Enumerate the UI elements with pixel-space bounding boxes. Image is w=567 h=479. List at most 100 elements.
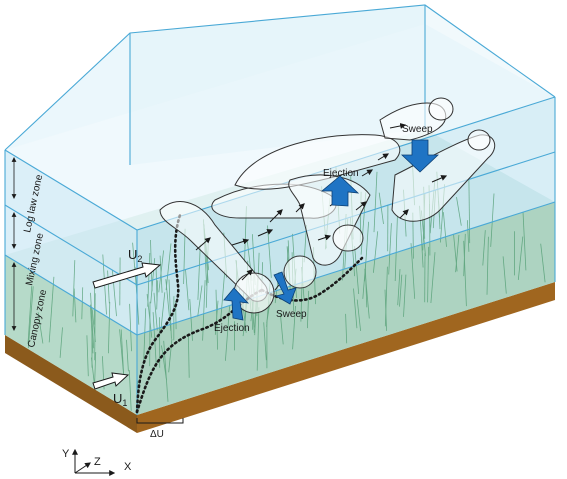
vegetation-blade xyxy=(353,288,358,329)
vegetation-blade xyxy=(155,268,158,301)
vortex-core-lower-right xyxy=(283,255,317,289)
vegetation-blade xyxy=(388,223,392,275)
vegetation-blade xyxy=(345,313,348,344)
vortex-core-right xyxy=(467,129,491,151)
sediment-bed xyxy=(5,282,555,433)
vegetation-blade xyxy=(91,309,96,343)
vegetation-blade xyxy=(292,305,296,350)
vegetation-blade xyxy=(362,263,367,299)
vegetation-blade xyxy=(108,301,111,354)
delta-u-label: ΔU xyxy=(150,429,164,440)
vegetation-blade xyxy=(403,274,407,317)
vegetation-blade xyxy=(165,279,172,331)
vegetation-blade xyxy=(486,236,489,295)
vegetation-blade xyxy=(73,288,77,323)
vegetation-blade xyxy=(378,192,384,225)
vegetation-blade xyxy=(27,286,34,349)
vegetation-blade xyxy=(163,340,169,402)
coordinate-axes xyxy=(72,448,116,476)
ejection-lower-label: Ejection xyxy=(214,323,250,334)
vegetation-blade xyxy=(540,243,546,283)
vortex-tube-center xyxy=(288,174,371,266)
vegetation-blade xyxy=(373,171,378,233)
vegetation-blade xyxy=(48,276,55,343)
vegetation-blade xyxy=(150,258,156,304)
vegetation-blade xyxy=(427,246,429,303)
vegetation-blade xyxy=(463,233,466,277)
vegetation-blade xyxy=(443,212,447,247)
u1-arrow xyxy=(92,372,130,390)
vegetation-blade xyxy=(160,292,166,333)
vortex-tube-upper xyxy=(234,134,401,190)
vegetation-blade xyxy=(188,335,190,378)
vegetation-blade xyxy=(456,197,462,226)
vegetation-blade xyxy=(263,322,267,361)
vegetation-blade xyxy=(197,285,203,317)
velocity-labels: U2 U1 xyxy=(113,247,142,408)
vegetation-blade xyxy=(158,250,164,293)
sweep-upper-arrow xyxy=(400,139,440,173)
vegetation-blade xyxy=(153,292,158,331)
vegetation-blade xyxy=(27,286,33,345)
vegetation-blade xyxy=(59,327,63,358)
vegetation-blade xyxy=(482,230,486,266)
vegetation-blade xyxy=(189,298,193,341)
axis-x-label: X xyxy=(124,461,132,473)
delta-u-bracket xyxy=(136,418,184,424)
ejection-sweep-arrows xyxy=(223,139,440,321)
vegetation-blade xyxy=(168,338,173,373)
box-edges xyxy=(4,4,556,415)
vegetation-blade xyxy=(468,179,471,244)
sweep-upper-label: Sweep xyxy=(402,124,433,135)
axis-y-label: Y xyxy=(62,448,70,460)
inflow-arrows xyxy=(92,262,162,390)
vegetation-blade xyxy=(220,270,226,321)
vortex-core-center xyxy=(332,224,364,252)
vegetation-blade xyxy=(502,256,507,294)
vegetation-blade xyxy=(490,193,495,247)
vegetation-blade xyxy=(397,269,401,306)
back-panel xyxy=(130,5,555,202)
vegetation-blade xyxy=(279,312,284,345)
vegetation-blade xyxy=(202,280,206,341)
u1-label: U1 xyxy=(113,391,127,408)
sweep-lower-arrow xyxy=(273,271,297,305)
vegetation-blade xyxy=(185,269,190,311)
vegetation-blade xyxy=(455,234,460,273)
vegetation-blade xyxy=(394,216,398,282)
vegetation-blade xyxy=(112,270,117,317)
vegetation-blade xyxy=(373,231,379,273)
vegetation-blade xyxy=(168,279,172,339)
vegetation-blade xyxy=(86,335,89,377)
axis-labels: Y Z X xyxy=(62,448,132,473)
vegetation-blade xyxy=(102,356,105,390)
vegetation-blade xyxy=(463,240,467,307)
sweep-lower-label: Sweep xyxy=(276,309,307,320)
vegetation-blade xyxy=(126,339,129,372)
vegetation-blade xyxy=(215,289,218,350)
vegetation-blade xyxy=(517,236,524,280)
u2-arrow xyxy=(92,262,162,289)
vegetation-blade xyxy=(81,287,84,320)
vegetation-blade xyxy=(90,292,95,349)
vortex-ring-ends xyxy=(233,97,491,314)
vortex-core-back xyxy=(428,97,454,121)
vegetation-blade xyxy=(307,290,310,329)
vegetation-blade xyxy=(107,270,110,304)
vegetation-blade xyxy=(37,312,44,344)
vegetation-blade xyxy=(128,370,132,411)
vegetation-blade xyxy=(72,260,76,317)
vegetation-blade xyxy=(225,306,230,361)
vegetation-blade xyxy=(384,289,387,331)
vegetation-blade xyxy=(90,304,94,354)
vegetation-blade xyxy=(399,274,403,307)
vegetation-blade xyxy=(175,301,177,330)
ejection-upper-arrow xyxy=(320,175,360,207)
vegetation-blade xyxy=(147,252,151,307)
u2-label: U2 xyxy=(128,247,142,264)
vegetation-blade xyxy=(146,294,153,338)
vegetation-blade xyxy=(94,293,96,361)
vegetation-blade xyxy=(453,234,458,272)
vegetation-blade xyxy=(143,308,147,364)
vegetation-blade xyxy=(467,220,470,252)
